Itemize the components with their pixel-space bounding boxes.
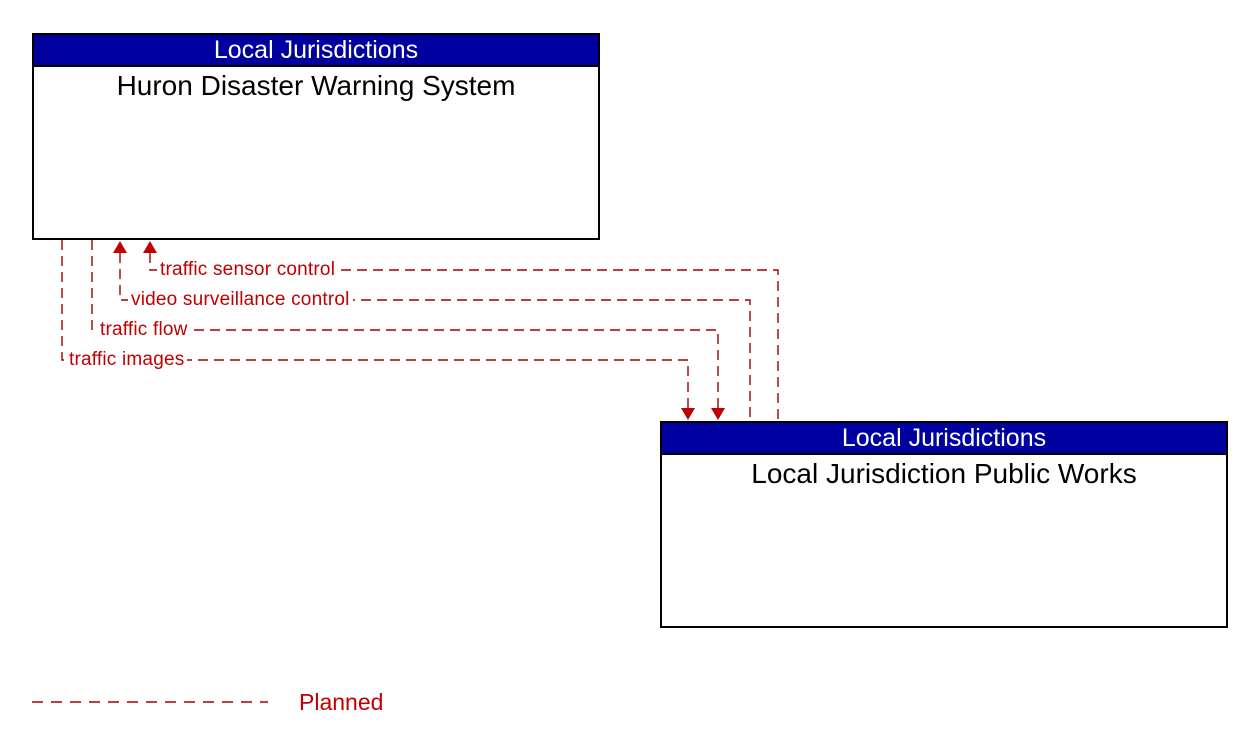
flow-line-traffic-sensor-control [149, 253, 779, 420]
entity-header-bar: Local Jurisdictions [662, 423, 1226, 455]
flow-label-traffic-flow: traffic flow [97, 319, 191, 341]
flow-line-video-surveillance-control [119, 253, 751, 420]
entity-name: Huron Disaster Warning System [116, 70, 516, 101]
legend-item-planned: Planned [299, 689, 384, 715]
entity-box-local-jurisdiction-public-works: Local Jurisdictions Local Jurisdiction P… [660, 421, 1228, 628]
flow-line-traffic-flow [91, 240, 719, 408]
entity-box-huron-disaster-warning-system: Local Jurisdictions Huron Disaster Warni… [32, 33, 600, 240]
entity-header-label: Local Jurisdictions [213, 35, 419, 64]
flow-line-traffic-images [61, 240, 689, 408]
entity-body: Huron Disaster Warning System [34, 67, 598, 102]
flow-label-traffic-sensor-control: traffic sensor control [157, 259, 339, 281]
entity-header-bar: Local Jurisdictions [34, 35, 598, 67]
arrow-up-icon-video-surveillance-control [113, 241, 127, 253]
arrow-down-icon-traffic-flow [711, 408, 725, 420]
entity-header-label: Local Jurisdictions [841, 423, 1047, 452]
arrow-up-icon-traffic-sensor-control [143, 241, 157, 253]
flow-label-video-surveillance-control: video surveillance control [128, 289, 353, 311]
flow-label-traffic-images: traffic images [66, 349, 188, 371]
entity-body: Local Jurisdiction Public Works [662, 455, 1226, 490]
arrow-down-icon-traffic-images [681, 408, 695, 420]
entity-name: Local Jurisdiction Public Works [751, 458, 1137, 489]
